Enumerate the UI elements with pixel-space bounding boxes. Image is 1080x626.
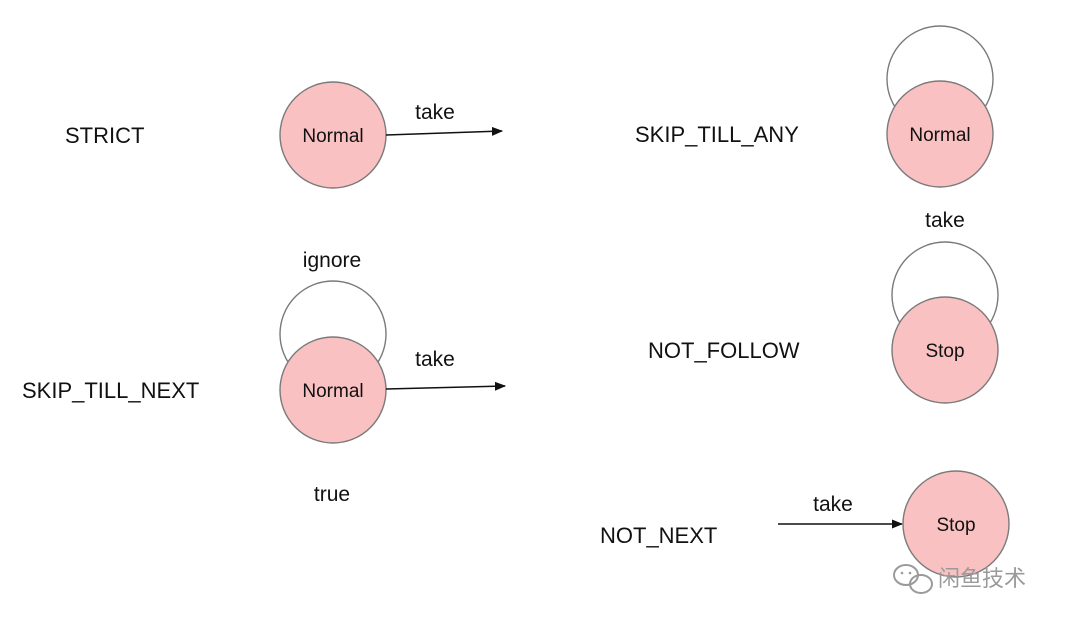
not-next-edge-label: take [813, 493, 853, 516]
skip-till-any-state-label: Normal [909, 125, 970, 146]
strict-take-arrow [385, 126, 504, 136]
not-next-state-label: Stop [936, 515, 975, 536]
skip-till-next-edge-label: take [415, 348, 455, 371]
not-follow-label: NOT_FOLLOW [648, 338, 800, 363]
not-next-stop-state [902, 470, 1010, 578]
skip-till-next-loop-label: ignore [303, 249, 361, 272]
strict-group: STRICT Normal take [65, 81, 504, 189]
skip-till-any-label: SKIP_TILL_ANY [635, 122, 799, 147]
watermark-text: 闲鱼技术 [938, 567, 1026, 592]
not-follow-group: NOT_FOLLOW Stop [648, 241, 999, 404]
not-follow-stop-state [891, 296, 999, 404]
skip-till-next-state-label: Normal [302, 381, 363, 402]
skip-till-any-normal-state [886, 80, 994, 188]
skip-till-next-normal-state [279, 336, 387, 444]
skip-till-next-label: SKIP_TILL_NEXT [22, 378, 199, 403]
skip-till-next-take-arrow [385, 381, 507, 391]
not-next-group: NOT_NEXT take Stop [600, 470, 1010, 578]
strict-state-label: Normal [302, 126, 363, 147]
skip-till-any-loop-label: take [925, 209, 965, 232]
wechat-icon [893, 564, 933, 594]
watermark: 闲鱼技术 [893, 564, 1026, 594]
not-next-label: NOT_NEXT [600, 523, 717, 548]
strict-label: STRICT [65, 123, 144, 148]
skip-till-any-group: SKIP_TILL_ANY Normal take [635, 25, 994, 232]
skip-till-next-group: SKIP_TILL_NEXT ignore Normal take true [22, 249, 507, 506]
strict-edge-label: take [415, 101, 455, 124]
skip-till-next-condition-label: true [314, 483, 350, 506]
not-follow-state-label: Stop [925, 341, 964, 362]
